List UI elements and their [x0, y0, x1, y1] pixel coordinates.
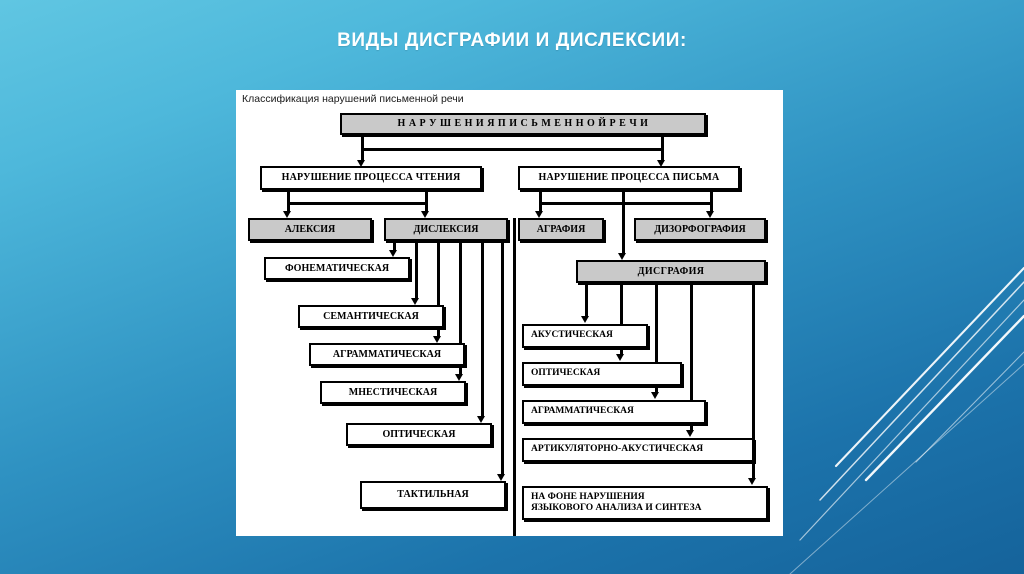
- node-alexia[interactable]: АЛЕКСИЯ: [248, 218, 372, 241]
- node-dyslexia-type-tactile-label: ТАКТИЛЬНАЯ: [397, 489, 469, 501]
- arrow-dysgraphia-type-2: [616, 354, 624, 361]
- connector-writing-stem-a: [539, 190, 542, 204]
- arrow-to-agraphia: [535, 211, 543, 218]
- connector-dysgraphia-4: [690, 283, 693, 431]
- arrow-dysgraphia-type-4: [686, 430, 694, 437]
- connector-writing-down-a: [539, 202, 542, 213]
- node-dysgraphia[interactable]: ДИСГРАФИЯ: [576, 260, 766, 283]
- connector-dyslexia-1: [393, 241, 396, 252]
- connector-root-stem-right: [661, 135, 664, 150]
- node-dyslexia-type-phonemic[interactable]: ФОНЕМАТИЧЕСКАЯ: [264, 257, 410, 280]
- node-dysgraphia-type-language-analysis-line1: НА ФОНЕ НАРУШЕНИЯ: [531, 491, 645, 502]
- connector-writing-bus: [539, 202, 712, 205]
- node-dyslexia-type-semantic[interactable]: СЕМАНТИЧЕСКАЯ: [298, 305, 444, 328]
- connector-root-stem-left: [361, 135, 364, 150]
- node-dyslexia-type-mnestic-label: МНЕСТИЧЕСКАЯ: [348, 386, 438, 398]
- node-dysgraphia-type-acoustic[interactable]: АКУСТИЧЕСКАЯ: [522, 324, 648, 348]
- connector-dysgraphia-5: [752, 283, 755, 479]
- connector-writing-stem-c: [710, 190, 713, 204]
- connector-dyslexia-4: [459, 241, 462, 376]
- node-dyslexia-type-semantic-label: СЕМАНТИЧЕСКАЯ: [323, 310, 419, 322]
- node-dysgraphia-type-language-analysis-line2: ЯЗЫКОВОГО АНАЛИЗА И СИНТЕЗА: [531, 503, 702, 513]
- node-dyslexia-type-agrammatic-label: АГРАММАТИЧЕСКАЯ: [332, 348, 442, 360]
- diagram-caption: Классификация нарушений письменной речи: [242, 93, 464, 105]
- diagram-panel: Классификация нарушений письменной речи …: [236, 90, 783, 536]
- connector-reading-down-a: [287, 202, 290, 213]
- column-separator: [513, 218, 516, 536]
- connector-reading-down-b: [425, 202, 428, 213]
- connector-writing-stem-b: [622, 190, 625, 204]
- arrow-to-branch-reading: [357, 160, 365, 167]
- node-branch-reading[interactable]: НАРУШЕНИЕ ПРОЦЕССА ЧТЕНИЯ: [260, 166, 482, 190]
- connector-reading-stem-a: [287, 190, 290, 204]
- arrow-dysgraphia-type-5: [748, 478, 756, 485]
- arrow-dysgraphia-type-1: [581, 316, 589, 323]
- page-title: ВИДЫ ДИСГРАФИИ И ДИСЛЕКСИИ:: [337, 30, 687, 51]
- connector-dysgraphia-2: [620, 283, 623, 355]
- node-dyslexia-type-tactile[interactable]: ТАКТИЛЬНАЯ: [360, 481, 506, 509]
- connector-root-down-left: [361, 148, 364, 162]
- node-dysgraphia-type-articulatory-acoustic-label: АРТИКУЛЯТОРНО-АКУСТИЧЕСКАЯ: [531, 444, 704, 455]
- connector-dyslexia-3: [437, 241, 440, 338]
- arrow-to-alexia: [283, 211, 291, 218]
- node-dyslexia-type-optic[interactable]: ОПТИЧЕСКАЯ: [346, 423, 492, 446]
- node-dyslexia-type-optic-label: ОПТИЧЕСКАЯ: [382, 428, 456, 440]
- arrow-to-branch-writing: [657, 160, 665, 167]
- connector-reading-stem-b: [425, 190, 428, 204]
- node-dysgraphia-type-language-analysis[interactable]: НА ФОНЕ НАРУШЕНИЯ ЯЗЫКОВОГО АНАЛИЗА И СИ…: [522, 486, 768, 520]
- node-dyslexia-type-agrammatic[interactable]: АГРАММАТИЧЕСКАЯ: [309, 343, 465, 366]
- node-branch-writing[interactable]: НАРУШЕНИЕ ПРОЦЕССА ПИСЬМА: [518, 166, 740, 190]
- connector-dysgraphia-3: [655, 283, 658, 393]
- node-dyslexia-label: ДИСЛЕКСИЯ: [413, 223, 479, 235]
- node-dysgraphia-label: ДИСГРАФИЯ: [637, 265, 705, 277]
- node-dysorthography-label: ДИЗОРФОГРАФИЯ: [654, 223, 746, 235]
- connector-writing-down-dysgraphia: [622, 202, 625, 255]
- node-agraphia[interactable]: АГРАФИЯ: [518, 218, 604, 241]
- arrow-to-dysorthography: [706, 211, 714, 218]
- arrow-dyslexia-type-5: [477, 416, 485, 423]
- node-branch-writing-label: НАРУШЕНИЕ ПРОЦЕССА ПИСЬМА: [538, 172, 720, 184]
- node-dysgraphia-type-optic-label: ОПТИЧЕСКАЯ: [531, 368, 601, 379]
- connector-reading-bus: [287, 202, 427, 205]
- arrow-dyslexia-type-4: [455, 374, 463, 381]
- connector-root-down-right: [661, 148, 664, 162]
- arrow-to-dysgraphia: [618, 253, 626, 260]
- node-dyslexia[interactable]: ДИСЛЕКСИЯ: [384, 218, 508, 241]
- arrow-dyslexia-type-3: [433, 336, 441, 343]
- node-agraphia-label: АГРАФИЯ: [536, 223, 586, 235]
- connector-dyslexia-6: [501, 241, 504, 476]
- node-alexia-label: АЛЕКСИЯ: [284, 223, 336, 235]
- connector-writing-down-c: [710, 202, 713, 213]
- node-dysorthography[interactable]: ДИЗОРФОГРАФИЯ: [634, 218, 766, 241]
- connector-dyslexia-5: [481, 241, 484, 418]
- connector-dysgraphia-1: [585, 283, 588, 317]
- node-dysgraphia-type-optic[interactable]: ОПТИЧЕСКАЯ: [522, 362, 682, 386]
- node-dyslexia-type-mnestic[interactable]: МНЕСТИЧЕСКАЯ: [320, 381, 466, 404]
- node-dysgraphia-type-acoustic-label: АКУСТИЧЕСКАЯ: [531, 330, 613, 341]
- arrow-to-dyslexia: [421, 211, 429, 218]
- connector-dyslexia-2: [415, 241, 418, 300]
- arrow-dyslexia-type-6: [497, 474, 505, 481]
- node-root[interactable]: Н А Р У Ш Е Н И Я П И С Ь М Е Н Н О Й Р …: [340, 113, 706, 135]
- node-branch-reading-label: НАРУШЕНИЕ ПРОЦЕССА ЧТЕНИЯ: [281, 172, 461, 184]
- arrow-dyslexia-type-2: [411, 298, 419, 305]
- arrow-dysgraphia-type-3: [651, 392, 659, 399]
- node-dysgraphia-type-agrammatic[interactable]: АГРАММАТИЧЕСКАЯ: [522, 400, 706, 424]
- node-dysgraphia-type-language-analysis-text: НА ФОНЕ НАРУШЕНИЯ ЯЗЫКОВОГО АНАЛИЗА И СИ…: [531, 492, 701, 514]
- node-dysgraphia-type-articulatory-acoustic[interactable]: АРТИКУЛЯТОРНО-АКУСТИЧЕСКАЯ: [522, 438, 754, 462]
- arrow-dyslexia-type-1: [389, 250, 397, 257]
- node-dysgraphia-type-agrammatic-label: АГРАММАТИЧЕСКАЯ: [531, 406, 634, 417]
- connector-root-bus: [361, 148, 663, 151]
- node-root-label: Н А Р У Ш Е Н И Я П И С Ь М Е Н Н О Й Р …: [397, 118, 649, 130]
- node-dyslexia-type-phonemic-label: ФОНЕМАТИЧЕСКАЯ: [284, 262, 390, 274]
